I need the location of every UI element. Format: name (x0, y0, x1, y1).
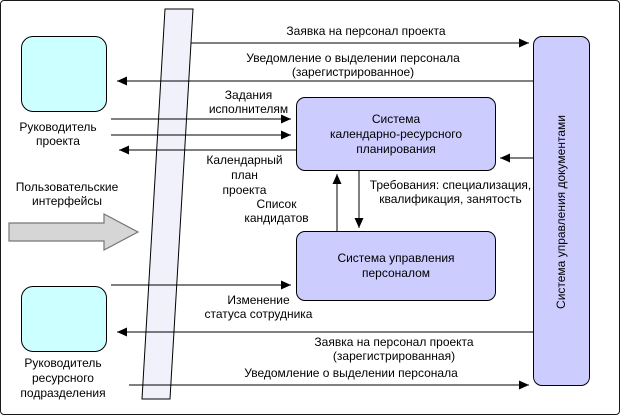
flow-calendar-plan-label: Календарный план проекта (206, 153, 283, 197)
node-planning-system: Система календарно-ресурсного планирован… (296, 97, 496, 171)
flow-allocation-notice-label: Уведомление о выделении персонала (244, 366, 458, 380)
node-doc-system: Система управления документами (533, 36, 590, 386)
flow-allocation-notice-registered-label: Уведомление о выделении персонала (зарег… (246, 51, 460, 79)
node-hr-system: Система управления персоналом (296, 231, 496, 301)
flow-tasks-label: Задания исполнителям (208, 88, 289, 116)
flow-status-change-label: Изменение статуса сотрудника (204, 293, 313, 321)
flow-requirements-label: Требования: специализация, квалификация,… (369, 178, 532, 206)
node-project-manager-label: Руководитель проекта (19, 120, 97, 148)
user-interfaces-block-arrow (8, 213, 140, 251)
flow-staff-request-label: Заявка на персонал проекта (286, 24, 446, 38)
ui-plane-shape (141, 8, 194, 400)
node-hr-system-label: Система управления персоналом (337, 251, 455, 280)
node-resource-manager-terminal (21, 286, 107, 352)
flow-candidate-list-label: Список кандидатов (244, 197, 309, 225)
node-project-manager-terminal (21, 36, 107, 112)
user-interfaces-label: Пользовательские интерфейсы (15, 180, 119, 208)
node-doc-system-label: Система управления документами (554, 115, 568, 309)
flow-staff-request-registered-label: Заявка на персонал проекта (зарегистриро… (314, 335, 474, 363)
node-resource-manager-label: Руководитель ресурсного подразделения (20, 356, 106, 400)
node-planning-system-label: Система календарно-ресурсного планирован… (329, 111, 463, 156)
